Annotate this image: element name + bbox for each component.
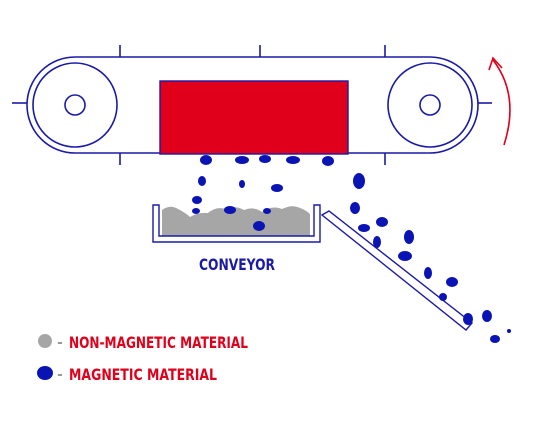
magnetic-particle: [358, 224, 370, 232]
magnetic-particle: [253, 221, 265, 231]
magnetic-particle: [439, 293, 447, 301]
magnetic-particle: [350, 202, 360, 214]
belt-right-end: [429, 56, 479, 154]
non-magnetic-swatch-icon: [38, 334, 52, 348]
magnetic-particle: [376, 217, 388, 227]
magnet-block: [159, 80, 349, 155]
magnetic-particle: [373, 236, 381, 248]
legend-item-non-magnetic: - NON-MAGNETIC MATERIAL: [38, 333, 248, 352]
right-drum: [387, 62, 473, 148]
legend-dash: -: [57, 335, 63, 351]
magnetic-particle: [235, 156, 249, 164]
magnetic-particles: [192, 155, 511, 343]
left-drum: [32, 62, 118, 148]
belt-assembly: [12, 45, 492, 165]
magnetic-particle: [263, 208, 271, 214]
magnetic-particle: [424, 267, 432, 279]
magnetic-particle: [224, 206, 236, 214]
magnetic-particle: [463, 313, 473, 325]
magnetic-particle: [482, 310, 492, 322]
curved-arrow-icon: [488, 56, 511, 146]
non-magnetic-pile: [162, 206, 310, 238]
magnetic-particle: [490, 335, 500, 343]
tray-outline: [152, 204, 321, 243]
magnetic-particle: [239, 180, 245, 188]
magnetic-particle: [192, 208, 200, 214]
magnetic-particle: [200, 155, 212, 165]
conveyor-label: CONVEYOR: [199, 255, 275, 274]
legend-label-magnetic: MAGNETIC MATERIAL: [69, 365, 217, 384]
left-drum-hub: [64, 94, 86, 116]
legend-item-magnetic: - MAGNETIC MATERIAL: [37, 365, 217, 384]
magnetic-particle: [398, 251, 412, 261]
belt-left-end: [26, 56, 76, 154]
magnetic-particle: [286, 156, 300, 164]
magnetic-particle: [353, 173, 365, 189]
magnetic-particle: [271, 184, 283, 192]
magnetic-particle: [322, 156, 334, 166]
right-drum-hub: [419, 94, 441, 116]
magnetic-particle: [259, 155, 271, 163]
magnetic-particle: [507, 329, 511, 333]
magnetic-swatch-icon: [37, 366, 53, 380]
magnetic-particle: [404, 230, 414, 244]
legend-label-non-magnetic: NON-MAGNETIC MATERIAL: [69, 333, 248, 352]
magnetic-particle: [192, 196, 202, 204]
conveyor-tray: [152, 204, 321, 243]
discharge-chute: [320, 210, 474, 331]
legend-dash: -: [57, 367, 63, 383]
legend: - NON-MAGNETIC MATERIAL - MAGNETIC MATER…: [37, 333, 248, 384]
magnetic-particle: [446, 277, 458, 287]
magnetic-particle: [198, 176, 206, 186]
